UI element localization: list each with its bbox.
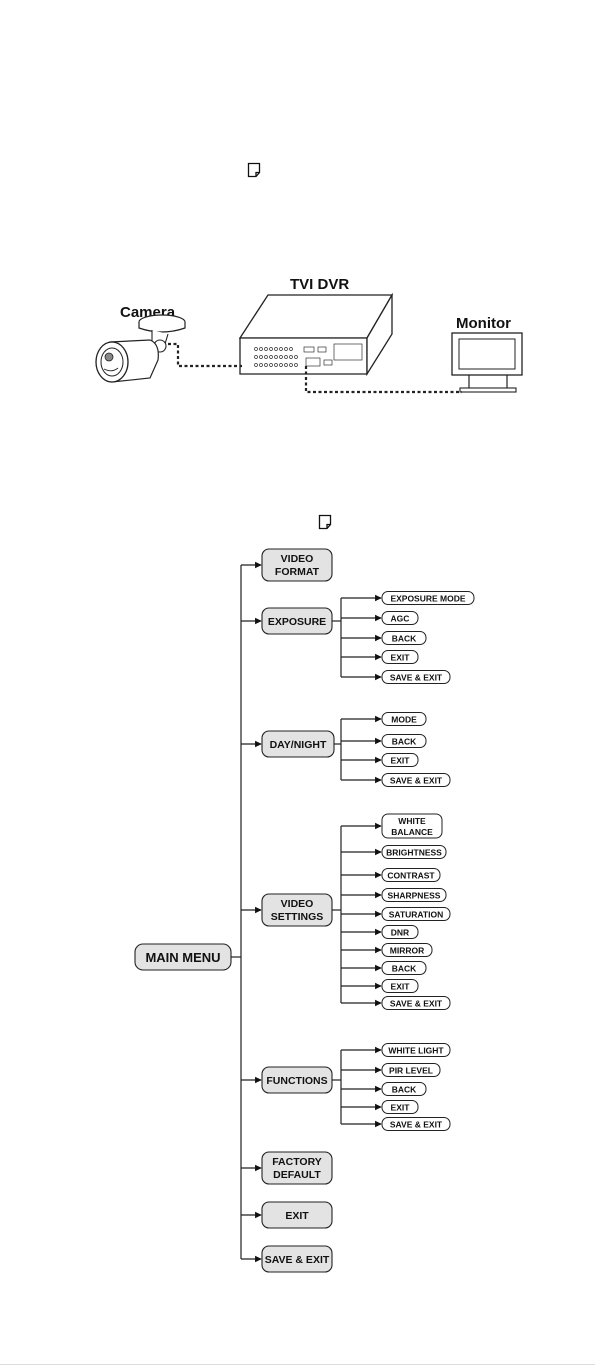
submenu-item-exit: EXIT	[381, 650, 419, 664]
submenu-item-label: BRIGHTNESS	[386, 848, 442, 858]
menu-item-label: EXPOSURE	[268, 616, 326, 628]
submenu-item-label: EXPOSURE MODE	[390, 594, 465, 604]
menu-root-main-menu: MAIN MENU	[134, 943, 232, 971]
submenu-item-label: MIRROR	[390, 946, 424, 956]
camera-cable	[168, 342, 242, 368]
submenu-item-exit: EXIT	[381, 979, 419, 993]
submenu-item-label: EXIT	[391, 653, 411, 663]
menu-item-day-night: DAY/NIGHT	[261, 730, 335, 758]
submenu-item-label: BACK	[392, 737, 417, 747]
dvr-label: TVI DVR	[290, 276, 349, 293]
monitor-label: Monitor	[456, 315, 511, 332]
menu-item-label: DAY/NIGHT	[270, 739, 327, 751]
menu-item-functions: FUNCTIONS	[261, 1066, 333, 1094]
camera-unit	[95, 314, 186, 383]
menu-item-label: VIDEO	[281, 553, 314, 565]
submenu-item-saturation: SATURATION	[381, 907, 451, 921]
menu-item-label: FUNCTIONS	[266, 1075, 327, 1087]
submenu-item-contrast: CONTRAST	[381, 868, 441, 882]
menu-item-label: VIDEO	[281, 898, 314, 910]
submenu-item-label: DNR	[391, 928, 409, 938]
note-icon	[318, 514, 332, 530]
submenu-item-label: SHARPNESS	[388, 891, 441, 901]
submenu-item-label: SAVE & EXIT	[390, 999, 443, 1009]
submenu-item-exit: EXIT	[381, 753, 419, 767]
menu-item-save-and-exit: SAVE & EXIT	[261, 1245, 333, 1273]
submenu-item-back: BACK	[381, 631, 427, 645]
menu-item-exit: EXIT	[261, 1201, 333, 1229]
submenu-item-dnr: DNR	[381, 925, 419, 939]
submenu-item-label: WHITE	[398, 816, 426, 826]
note-icon	[247, 162, 261, 178]
submenu-item-label: BACK	[392, 964, 417, 974]
submenu-item-label: CONTRAST	[387, 871, 435, 881]
submenu-item-label: EXIT	[391, 1103, 411, 1113]
submenu-item-label: EXIT	[391, 756, 411, 766]
submenu-item-label: AGC	[391, 614, 410, 624]
submenu-item-exit: EXIT	[381, 1100, 419, 1114]
wiring-diagram: TVI DVR Camera Monitor	[95, 276, 523, 394]
submenu-item-pir-level: PIR LEVEL	[381, 1063, 441, 1077]
submenu-item-exposure-mode: EXPOSURE MODE	[381, 591, 475, 605]
menu-item-label: DEFAULT	[273, 1169, 321, 1181]
submenu-item-label: PIR LEVEL	[389, 1066, 433, 1076]
page-rule	[0, 1364, 595, 1365]
submenu-item-label: SATURATION	[389, 910, 443, 920]
submenu-item-mode: MODE	[381, 712, 427, 726]
menu-item-label: EXIT	[285, 1210, 309, 1222]
submenu-item-label: BALANCE	[391, 827, 433, 837]
submenu-item-back: BACK	[381, 734, 427, 748]
menu-item-label: SETTINGS	[271, 911, 324, 923]
submenu-item-label: EXIT	[391, 982, 411, 992]
menu-item-label: SAVE & EXIT	[265, 1254, 330, 1266]
submenu-item-save-and-exit: SAVE & EXIT	[381, 996, 451, 1010]
submenu-item-label: MODE	[391, 715, 417, 725]
submenu-item-label: BACK	[392, 1085, 417, 1095]
dvr-unit	[238, 292, 394, 377]
submenu-item-save-and-exit: SAVE & EXIT	[381, 773, 451, 787]
submenu-item-agc: AGC	[381, 611, 419, 625]
submenu-item-white-light: WHITE LIGHT	[381, 1043, 451, 1057]
submenu-item-back: BACK	[381, 1082, 427, 1096]
menu-item-label: FORMAT	[275, 566, 320, 578]
submenu-item-mirror: MIRROR	[381, 943, 433, 957]
submenu-item-brightness: BRIGHTNESS	[381, 845, 447, 859]
submenu-item-back: BACK	[381, 961, 427, 975]
submenu-item-label: WHITE LIGHT	[388, 1046, 444, 1056]
submenu-item-save-and-exit: SAVE & EXIT	[381, 1117, 451, 1131]
submenu-item-sharpness: SHARPNESS	[381, 888, 447, 902]
menu-item-label: FACTORY	[272, 1156, 322, 1168]
submenu-item-label: SAVE & EXIT	[390, 673, 443, 683]
submenu-item-label: SAVE & EXIT	[390, 1120, 443, 1130]
submenu-item-label: SAVE & EXIT	[390, 776, 443, 786]
submenu-item-save-and-exit: SAVE & EXIT	[381, 670, 451, 684]
submenu-item-label: BACK	[392, 634, 417, 644]
menu-root-label: MAIN MENU	[145, 950, 220, 965]
monitor-unit	[451, 332, 523, 393]
menu-item-exposure: EXPOSURE	[261, 607, 333, 635]
